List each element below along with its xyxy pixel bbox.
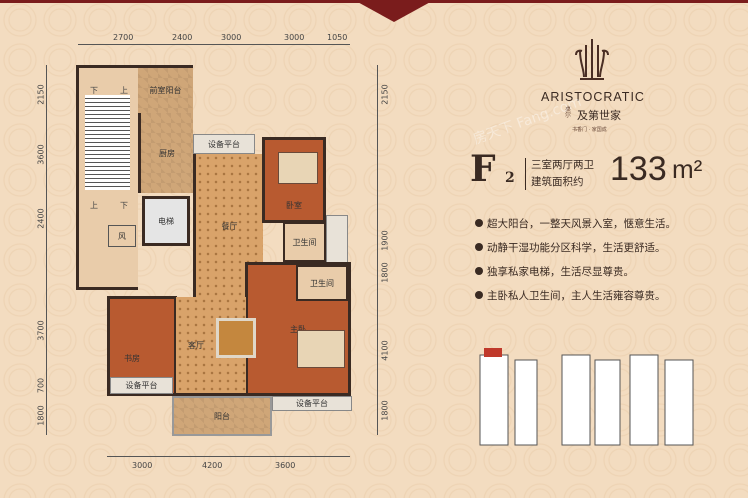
brand-logo-icon — [575, 39, 609, 80]
feature-item: 超大阳台，一整天风景入室，惬意生活。 — [475, 214, 676, 232]
equipment-platform-left: 设备平台 — [110, 377, 173, 394]
equipment-platform-top: 设备平台 — [193, 134, 255, 154]
key-plan — [479, 348, 694, 446]
bathroom-1: 卫生间 — [283, 222, 326, 262]
shaft — [326, 215, 348, 263]
sofa-set-icon — [216, 318, 256, 358]
equipment-platform-right: 设备平台 — [272, 396, 352, 411]
front-balcony: 前室阳台 — [138, 65, 193, 113]
top-ornament — [354, 0, 434, 22]
feature-list: 超大阳台，一整天风景入室，惬意生活。 动静干湿功能分区科学，生活更舒适。 独享私… — [475, 214, 676, 304]
elevator: 电梯 — [142, 196, 190, 246]
feature-item: 动静干湿功能分区科学，生活更舒适。 — [475, 238, 676, 256]
kitchen: 厨房 — [138, 113, 193, 193]
feature-item: 主卧私人卫生间，主人生活雍容尊贵。 — [475, 286, 676, 304]
stairs — [85, 95, 130, 190]
living-room: 客厅 — [176, 297, 246, 396]
bed-icon — [278, 152, 318, 184]
feature-item: 独享私家电梯，生活尽显尊贵。 — [475, 262, 676, 280]
bed-icon — [297, 330, 345, 368]
wind-shaft: 风 — [108, 225, 136, 247]
balcony: 阳台 — [172, 396, 272, 436]
bathroom-2: 卫生间 — [296, 265, 348, 301]
key-plan-highlight — [484, 348, 502, 357]
